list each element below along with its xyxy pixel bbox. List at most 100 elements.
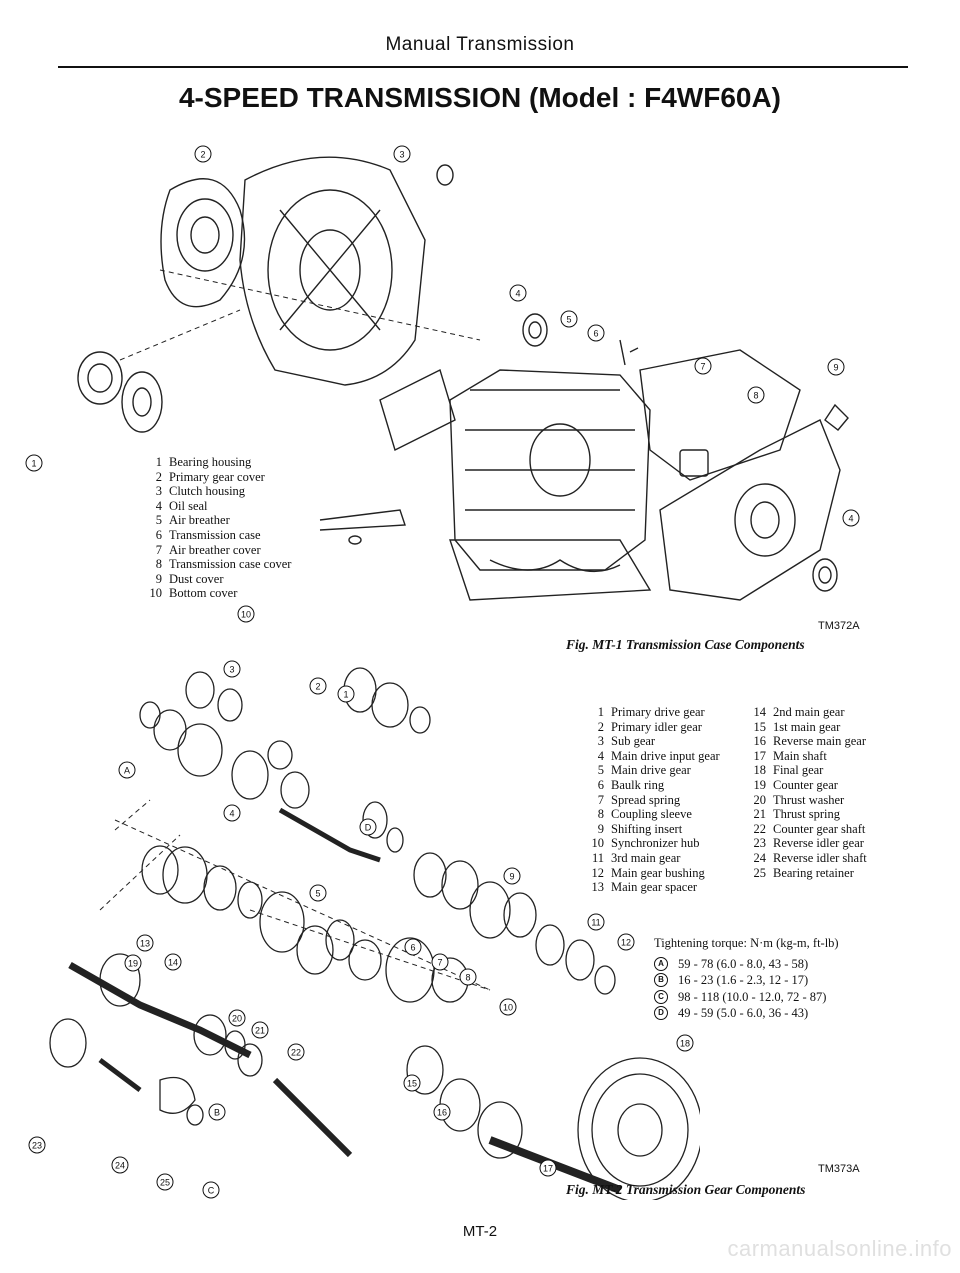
callout-gear-14: 14 <box>164 953 182 971</box>
callout-4-right: 4 <box>842 509 860 527</box>
torque-key: C <box>654 989 668 1004</box>
figure1-code: TM372A <box>818 620 860 632</box>
callout-gear-21: 21 <box>251 1021 269 1039</box>
tightening-torque: Tightening torque: N·m (kg-m, ft-lb) A 5… <box>654 935 839 1022</box>
callout-gear-7: 7 <box>431 953 449 971</box>
transmission-case-illustration <box>77 156 849 601</box>
callout-gear-8: 8 <box>459 968 477 986</box>
callout-gear-23: 23 <box>28 1136 46 1154</box>
figure2-caption: Fig. MT-2 Transmission Gear Components <box>566 1182 806 1197</box>
header-rule <box>58 66 908 68</box>
callout-gear-17: 17 <box>539 1159 557 1177</box>
torque-key: B <box>654 973 668 988</box>
callout-gear-15: 15 <box>403 1074 421 1092</box>
callout-gear-A: A <box>118 761 136 779</box>
callout-gear-6: 6 <box>404 938 422 956</box>
callout-gear-C: C <box>202 1181 220 1199</box>
callout-5: 5 <box>560 310 578 328</box>
callout-gear-12: 12 <box>617 933 635 951</box>
torque-row: C 98 - 118 (10.0 - 12.0, 72 - 87) <box>654 989 839 1006</box>
page-number: MT-2 <box>462 1223 498 1240</box>
callout-gear-11: 11 <box>587 913 605 931</box>
callout-gear-1: 1 <box>337 685 355 703</box>
figure1-caption: Fig. MT-1 Transmission Case Components <box>566 637 805 652</box>
callout-gear-25: 25 <box>156 1173 174 1191</box>
torque-value: 49 - 59 (5.0 - 6.0, 36 - 43) <box>678 1006 809 1020</box>
callout-gear-10: 10 <box>499 998 517 1016</box>
torque-row: B 16 - 23 (1.6 - 2.3, 12 - 17) <box>654 972 839 989</box>
figure2-code: TM373A <box>818 1163 860 1175</box>
callout-1: 1 <box>25 454 43 472</box>
torque-value: 98 - 118 (10.0 - 12.0, 72 - 87) <box>678 989 827 1004</box>
page-title: 4-SPEED TRANSMISSION (Model : F4WF60A) <box>178 82 782 113</box>
callout-gear-B: B <box>208 1103 226 1121</box>
callout-gear-22: 22 <box>287 1043 305 1061</box>
callout-7: 7 <box>694 357 712 375</box>
callout-gear-9: 9 <box>503 867 521 885</box>
callout-8: 8 <box>747 386 765 404</box>
callout-10: 10 <box>237 605 255 623</box>
torque-row: D 49 - 59 (5.0 - 6.0, 36 - 43) <box>654 1005 839 1022</box>
callout-gear-16: 16 <box>433 1103 451 1121</box>
torque-key: D <box>654 1006 668 1021</box>
callout-3: 3 <box>393 145 411 163</box>
torque-title: Tightening torque: N·m (kg-m, ft-lb) <box>654 936 839 950</box>
watermark: carmanualsonline.info <box>727 1236 952 1261</box>
callout-6: 6 <box>587 324 605 342</box>
callout-gear-3: 3 <box>223 660 241 678</box>
callout-gear-D: D <box>359 818 377 836</box>
section-header: Manual Transmission <box>385 34 575 55</box>
callout-gear-13: 13 <box>136 934 154 952</box>
callout-9: 9 <box>827 358 845 376</box>
callout-gear-5: 5 <box>309 884 327 902</box>
callout-gear-20: 20 <box>228 1009 246 1027</box>
callout-2: 2 <box>194 145 212 163</box>
torque-value: 16 - 23 (1.6 - 2.3, 12 - 17) <box>678 973 809 987</box>
callout-gear-18: 18 <box>676 1034 694 1052</box>
transmission-gears-illustration <box>49 667 700 1200</box>
callout-gear-19: 19 <box>124 954 142 972</box>
callout-4: 4 <box>509 284 527 302</box>
callout-gear-2: 2 <box>309 677 327 695</box>
torque-key: A <box>654 956 668 971</box>
torque-row: A 59 - 78 (6.0 - 8.0, 43 - 58) <box>654 956 839 973</box>
callout-gear-4: 4 <box>223 804 241 822</box>
